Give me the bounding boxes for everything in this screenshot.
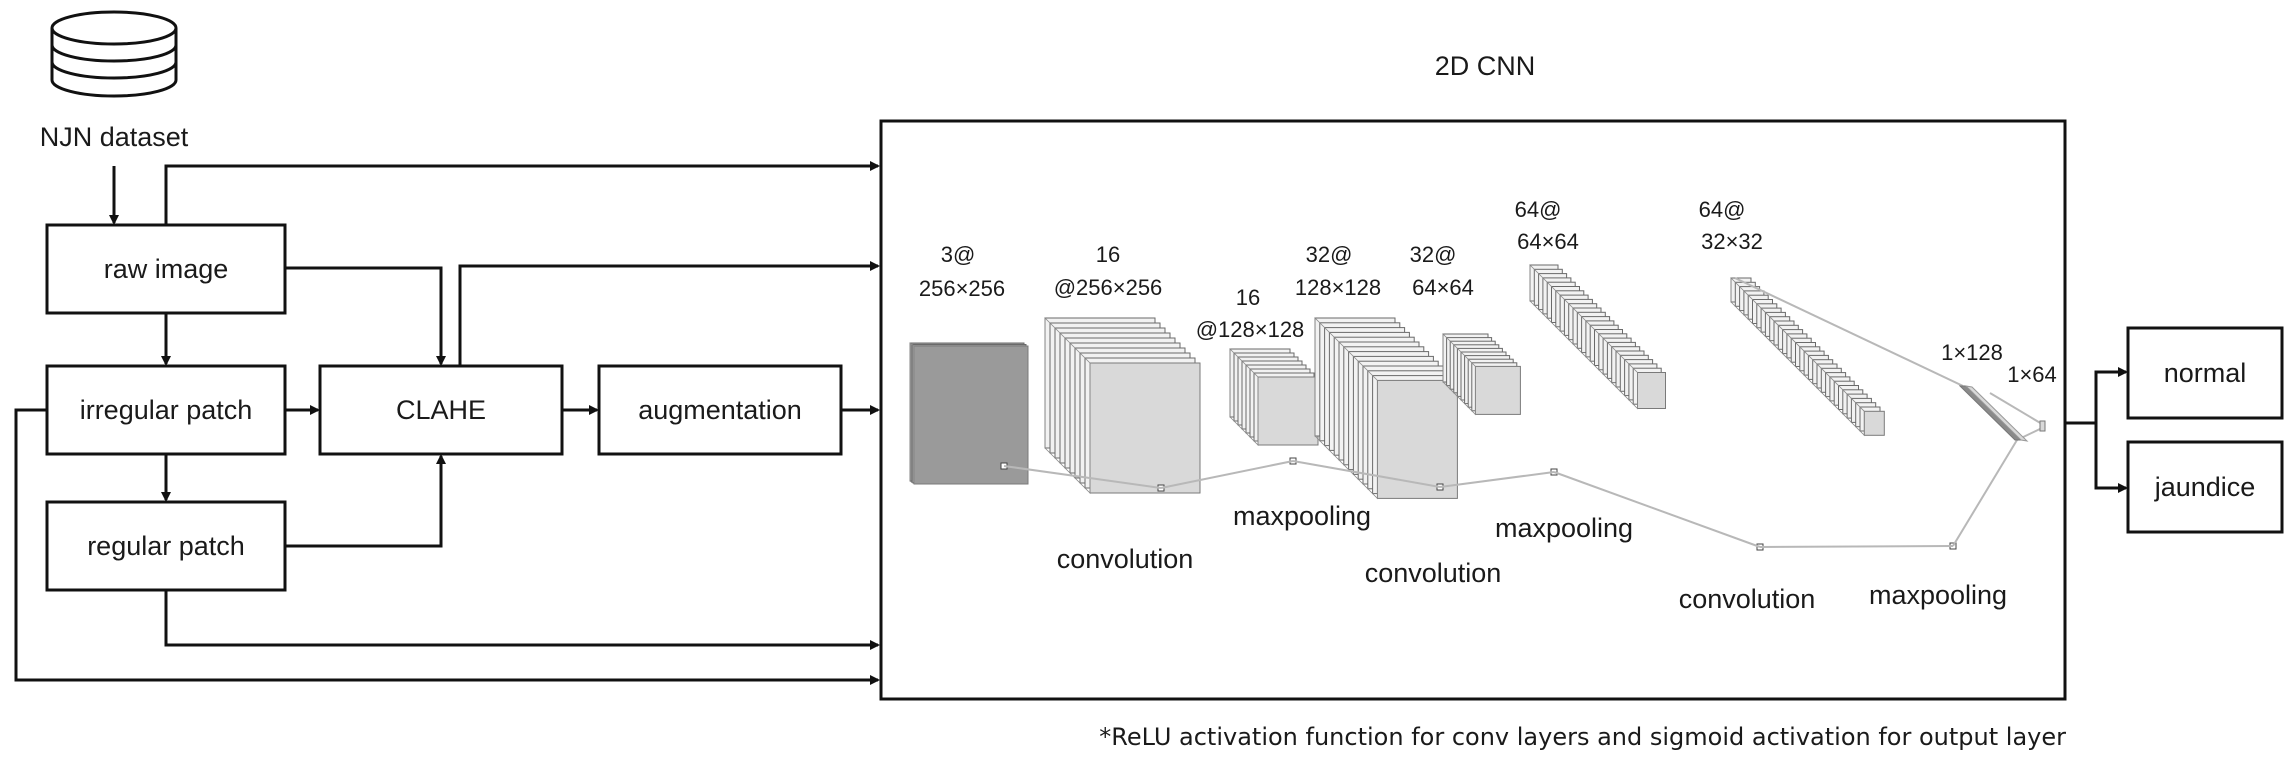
augmentation-box xyxy=(597,364,843,456)
arrow-to-normal xyxy=(2094,367,2128,423)
footnote: *ReLU activation function for conv layer… xyxy=(1099,723,2066,751)
connector-pool2-conv3 xyxy=(1553,471,1761,548)
conv2-stack-map xyxy=(1376,379,1458,499)
arrow-regular-to-cnn xyxy=(164,590,880,650)
jaundice-label: jaundice xyxy=(2154,472,2256,502)
conv2-stack xyxy=(1314,317,1458,500)
augmentation-label: augmentation xyxy=(638,395,802,425)
jaundice-box xyxy=(2126,440,2284,534)
op-convolution-2: convolution xyxy=(1365,558,1502,588)
conv2-dims-2: 128×128 xyxy=(1295,275,1381,300)
pool3-dims-2: 32×32 xyxy=(1701,229,1763,254)
conv3-stack xyxy=(1529,264,1666,410)
dataset-label: NJN dataset xyxy=(40,122,189,152)
output-arrows xyxy=(2065,367,2128,493)
operation-labels: convolution maxpooling convolution maxpo… xyxy=(1057,501,2007,614)
database-icon xyxy=(50,10,178,98)
raw-image-box xyxy=(45,223,287,315)
pool1-stack xyxy=(1229,348,1319,446)
connector-pool3-fc1-bottom xyxy=(1952,439,2018,547)
conv3-stack-edge xyxy=(1529,264,1638,410)
conv1-dims-1: 16 xyxy=(1096,242,1120,267)
clahe-label: CLAHE xyxy=(396,395,486,425)
conv1-dims-2: @256×256 xyxy=(1054,275,1163,300)
pool3-stack-map xyxy=(1863,410,1885,436)
preprocessing-arrows xyxy=(14,161,880,685)
arrow-regular-to-clahe xyxy=(285,454,446,548)
pool2-stack-edge xyxy=(1442,333,1476,416)
conv2-dims-1: 32@ xyxy=(1306,242,1353,267)
connector-conv2-pool2 xyxy=(1439,471,1555,488)
connector-pool1-conv2 xyxy=(1292,460,1441,488)
regular-patch-label: regular patch xyxy=(87,531,245,561)
conv1-stack-map xyxy=(1089,362,1201,494)
irregular-patch-box xyxy=(45,364,287,456)
connector-fc1-fc2-top xyxy=(1989,392,2043,425)
layer-stacks xyxy=(909,264,1957,551)
conv3-dims-2: 64×64 xyxy=(1517,229,1579,254)
input-dims-1: 3@ xyxy=(941,242,976,267)
conv2-stack-edge xyxy=(1314,317,1378,500)
normal-label: normal xyxy=(2164,358,2247,388)
fc1-dims: 1×128 xyxy=(1941,340,2003,365)
irregular-patch-label: irregular patch xyxy=(80,395,253,425)
arrow-raw-to-clahe xyxy=(285,266,446,366)
pool3-dims-1: 64@ xyxy=(1699,197,1746,222)
pool1-stack-edge xyxy=(1229,348,1259,446)
pool1-dims-2: @128×128 xyxy=(1196,317,1305,342)
arrow-raw-to-cnn xyxy=(164,161,880,225)
input-stack-map xyxy=(913,345,1029,485)
arrow-irregular-to-cnn xyxy=(14,408,880,685)
op-convolution-3: convolution xyxy=(1679,584,1816,614)
conv3-dims-1: 64@ xyxy=(1515,197,1562,222)
pool2-stack xyxy=(1442,333,1521,416)
pool1-stack-map xyxy=(1257,376,1319,446)
fc1-layer xyxy=(1958,385,2029,442)
conv1-stack-edge xyxy=(1044,317,1091,494)
op-maxpooling-2: maxpooling xyxy=(1495,513,1633,543)
connector-pool3-fc1-top xyxy=(1734,277,1964,387)
connector-conv1-pool1 xyxy=(1160,460,1294,489)
pool3-stack-edge xyxy=(1730,277,1865,437)
op-maxpooling-3: maxpooling xyxy=(1869,580,2007,610)
input-dims-2: 256×256 xyxy=(919,276,1005,301)
op-maxpooling-1: maxpooling xyxy=(1233,501,1371,531)
conv1-stack xyxy=(1044,317,1201,494)
op-convolution-1: convolution xyxy=(1057,544,1194,574)
arrow-to-jaundice xyxy=(2094,423,2128,493)
layer-connectors xyxy=(1003,277,2043,548)
cnn-title: 2D CNN xyxy=(1435,51,1536,81)
pool2-dims-1: 32@ xyxy=(1410,242,1457,267)
pool1-dims-1: 16 xyxy=(1236,285,1260,310)
fc2-dims: 1×64 xyxy=(2007,362,2057,387)
connector-conv3-pool3 xyxy=(1759,545,1954,548)
dimension-labels: 3@ 256×256 16 @256×256 16 @128×128 32@ 1… xyxy=(919,197,2057,387)
input-stack xyxy=(909,342,1029,485)
pool2-dims-2: 64×64 xyxy=(1412,275,1474,300)
pool2-stack-map xyxy=(1474,365,1521,415)
normal-box xyxy=(2126,326,2284,420)
conv3-stack-map xyxy=(1637,372,1666,409)
connector-input-conv1 xyxy=(1003,465,1162,489)
fc2-layer xyxy=(2039,420,2046,432)
raw-image-label: raw image xyxy=(104,254,229,284)
arrow-clahe-to-cnn xyxy=(458,261,880,366)
input-stack-edge xyxy=(909,342,915,485)
